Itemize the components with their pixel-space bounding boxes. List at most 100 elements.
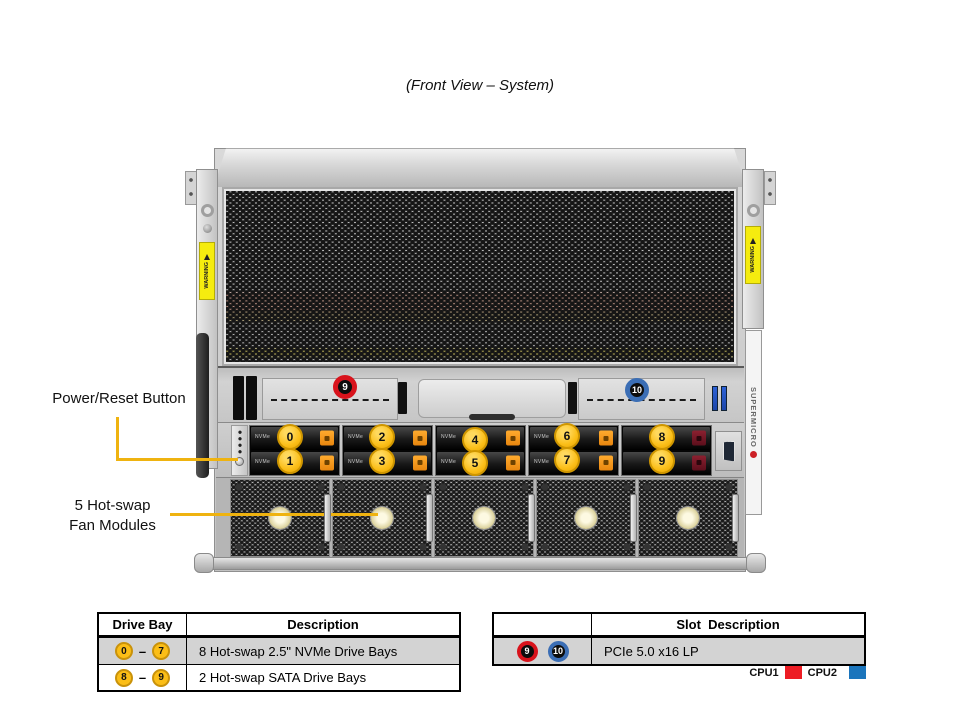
fan-callout-line	[170, 513, 378, 516]
power-callout-line	[116, 417, 238, 461]
header-description: Description	[287, 617, 359, 632]
drive-badge-6: 6	[554, 423, 580, 449]
vga-connector	[715, 431, 742, 471]
warning-triangle-icon	[204, 253, 210, 260]
tray-latch	[413, 455, 427, 471]
tray-latch	[320, 430, 334, 446]
row-description: 2 Hot-swap SATA Drive Bays	[199, 670, 367, 685]
fan-handle	[426, 494, 433, 542]
drive-bay-range: 0 – 7	[99, 638, 187, 664]
fan-hub	[575, 507, 597, 529]
chassis-handle	[196, 333, 209, 478]
front-slot-opening	[233, 376, 244, 420]
thumbscrew	[202, 224, 212, 233]
slot-table-header: Slot Description	[494, 614, 864, 638]
range-dash: –	[138, 670, 147, 685]
chassis-foot	[194, 553, 214, 573]
nvme-tray-label: NVMe	[441, 434, 457, 441]
slot-badges: 9 10	[494, 638, 592, 664]
fan-module	[230, 479, 331, 557]
cpu-legend: CPU1 CPU2	[492, 666, 866, 679]
center-blank-cover	[418, 379, 566, 420]
pcie-slot-9-area	[262, 378, 398, 420]
cover-handle	[469, 414, 515, 420]
rack-ear-right: WARNING	[742, 169, 764, 329]
table-row: 9 10 PCIe 5.0 x16 LP	[494, 638, 864, 664]
fan-module	[536, 479, 637, 557]
status-led-column	[236, 429, 243, 455]
ear-cutout	[200, 204, 214, 217]
io-slot-row	[216, 366, 744, 422]
ear-cutout	[746, 204, 760, 217]
fan-hub	[677, 507, 699, 529]
fan-handle	[732, 494, 739, 542]
front-slot-opening	[246, 376, 257, 420]
usb-port	[721, 386, 727, 411]
tray-latch	[413, 430, 427, 446]
header-drive-bay: Drive Bay	[99, 614, 187, 635]
header-slot-description: Slot Description	[676, 617, 780, 632]
warning-label: WARNING	[745, 226, 761, 284]
tray-latch	[599, 430, 613, 446]
fan-hub	[473, 507, 495, 529]
badge-7: 7	[152, 642, 171, 660]
drive-badge-5: 5	[462, 450, 488, 476]
nvme-tray-label: NVMe	[534, 434, 550, 441]
badge-9: 9	[152, 668, 171, 687]
header-empty	[494, 614, 592, 635]
drive-bay-range: 8 – 9	[99, 665, 187, 690]
fan-module	[638, 479, 739, 557]
warning-triangle-icon	[750, 237, 756, 244]
nvme-tray-label: NVMe	[534, 458, 550, 465]
fan-handle	[324, 494, 331, 542]
cpu2-color-swatch	[849, 666, 866, 679]
rack-tab-right	[764, 171, 776, 205]
tray-latch	[692, 430, 706, 446]
usb-port	[712, 386, 718, 411]
table-row: 8 – 9 2 Hot-swap SATA Drive Bays	[99, 664, 459, 690]
badge-0: 0	[114, 642, 133, 660]
warning-label: WARNING	[199, 242, 215, 300]
tray-latch	[599, 455, 613, 471]
tray-latch	[506, 430, 520, 446]
chassis-top-cover	[214, 148, 746, 187]
chassis-bottom-rail	[197, 557, 763, 570]
badge-slot-9: 9	[516, 640, 538, 662]
warning-text: WARNING	[204, 261, 210, 289]
row-description: PCIe 5.0 x16 LP	[604, 643, 699, 659]
drive-badge-1: 1	[277, 448, 303, 474]
badge-slot-10: 10	[547, 640, 569, 662]
drive-badge-0: 0	[277, 424, 303, 450]
control-panel	[231, 425, 248, 476]
supermicro-logo: SUPERMICRO	[745, 330, 762, 515]
drive-badge-8: 8	[649, 424, 675, 450]
drive-bay-table: Drive Bay Description 0 – 7 8 Hot-swap 2…	[97, 612, 461, 692]
slot-badge-10: 10	[625, 378, 649, 402]
range-dash: –	[138, 643, 147, 659]
warning-text: WARNING	[750, 245, 756, 273]
tray-latch	[320, 455, 334, 471]
slot-clip	[398, 382, 407, 414]
cpu1-color-swatch	[784, 666, 802, 679]
tray-latch	[506, 455, 520, 471]
power-reset-button[interactable]	[235, 457, 244, 466]
fan-callout-line2: Fan Modules	[69, 517, 156, 534]
cpu2-label: CPU2	[807, 666, 837, 679]
drive-badge-3: 3	[369, 448, 395, 474]
chassis-foot	[746, 553, 766, 573]
drive-badge-9: 9	[649, 448, 675, 474]
cpu1-label: CPU1	[749, 666, 779, 679]
nvme-tray-label: NVMe	[348, 434, 364, 441]
fan-callout-line1: 5 Hot-swap	[74, 497, 151, 514]
nvme-tray-label: NVMe	[441, 458, 457, 465]
power-reset-callout-label: Power/Reset Button	[52, 390, 186, 407]
fan-module	[332, 479, 433, 557]
slot-table: Slot Description 9 10 PCIe 5.0 x16 LP	[492, 612, 866, 666]
nvme-tray-label: NVMe	[255, 434, 271, 441]
table-row: 0 – 7 8 Hot-swap 2.5" NVMe Drive Bays	[99, 638, 459, 664]
drive-badge-7: 7	[554, 447, 580, 473]
row-description: 8 Hot-swap 2.5" NVMe Drive Bays	[199, 643, 398, 659]
nvme-tray-label: NVMe	[255, 458, 271, 465]
fan-module	[434, 479, 535, 557]
